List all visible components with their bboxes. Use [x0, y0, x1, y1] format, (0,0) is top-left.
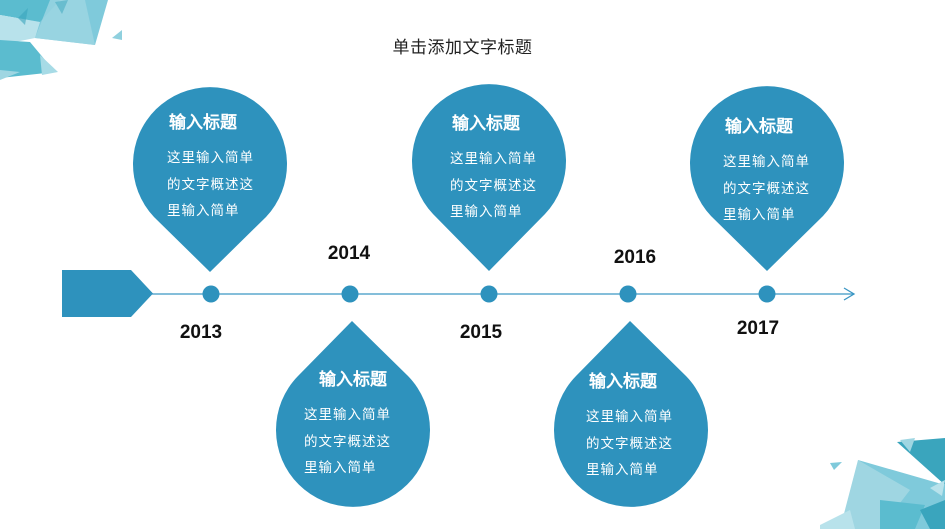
node-2016[interactable]: [619, 285, 637, 303]
body-line: 的文字概述这: [167, 176, 254, 193]
drop-shape-2014: [275, 321, 430, 507]
milestone-body[interactable]: 这里输入简单 的文字概述这 里输入简单: [167, 145, 327, 225]
milestone-card-2015[interactable]: 输入标题 这里输入简单 的文字概述这 里输入简单: [450, 109, 610, 226]
node-2015[interactable]: [480, 285, 498, 303]
milestone-title[interactable]: 输入标题: [169, 113, 237, 133]
milestone-card-2014[interactable]: 输入标题 这里输入简单 的文字概述这 里输入简单: [304, 365, 464, 482]
body-line: 里输入简单: [450, 204, 523, 220]
body-line: 的文字概述这: [586, 435, 673, 452]
milestone-body[interactable]: 这里输入简单 的文字概述这 里输入简单: [586, 404, 746, 484]
decor-polygons-bottom-right: [820, 438, 945, 529]
body-line: 这里输入简单: [167, 150, 254, 166]
body-line: 的文字概述这: [450, 177, 537, 194]
milestone-body[interactable]: 这里输入简单 的文字概述这 里输入简单: [723, 149, 883, 229]
node-2017[interactable]: [758, 285, 776, 303]
drop-shape-2013: [132, 87, 287, 272]
milestone-card-2017[interactable]: 输入标题 这里输入简单 的文字概述这 里输入简单: [723, 112, 883, 229]
body-line: 这里输入简单: [723, 154, 810, 170]
year-label-2013: 2013: [179, 322, 223, 343]
milestone-body[interactable]: 这里输入简单 的文字概述这 里输入简单: [450, 146, 610, 226]
body-line: 里输入简单: [304, 460, 377, 476]
year-label-2015: 2015: [459, 322, 503, 343]
milestone-card-2013[interactable]: 输入标题 这里输入简单 的文字概述这 里输入简单: [167, 108, 327, 225]
body-line: 里输入简单: [723, 207, 796, 223]
body-line: 这里输入简单: [450, 151, 537, 167]
milestone-title[interactable]: 输入标题: [319, 370, 387, 390]
milestone-title[interactable]: 输入标题: [725, 117, 793, 137]
body-line: 里输入简单: [586, 462, 659, 478]
year-label-2014: 2014: [327, 243, 371, 264]
year-label-2016: 2016: [613, 247, 657, 268]
node-2014[interactable]: [341, 285, 359, 303]
milestone-title[interactable]: 输入标题: [452, 114, 520, 134]
drop-shape-2015: [411, 84, 566, 272]
drop-shape-2016: [554, 321, 708, 507]
drop-shape-2017: [689, 86, 845, 272]
body-line: 这里输入简单: [586, 409, 673, 425]
year-label-2017: 2017: [736, 318, 780, 339]
slide-title[interactable]: 单击添加文字标题: [392, 38, 533, 58]
body-line: 的文字概述这: [304, 433, 391, 450]
milestone-card-2016[interactable]: 输入标题 这里输入简单 的文字概述这 里输入简单: [586, 367, 746, 484]
start-pentagon-marker: [62, 270, 153, 317]
body-line: 里输入简单: [167, 203, 240, 219]
milestone-title[interactable]: 输入标题: [589, 372, 657, 392]
decor-polygons-top-left: [0, 0, 122, 80]
milestone-body[interactable]: 这里输入简单 的文字概述这 里输入简单: [304, 402, 464, 482]
arrowhead-icon: [843, 287, 856, 301]
body-line: 的文字概述这: [723, 180, 810, 197]
body-line: 这里输入简单: [304, 407, 391, 423]
node-2013[interactable]: [202, 285, 220, 303]
